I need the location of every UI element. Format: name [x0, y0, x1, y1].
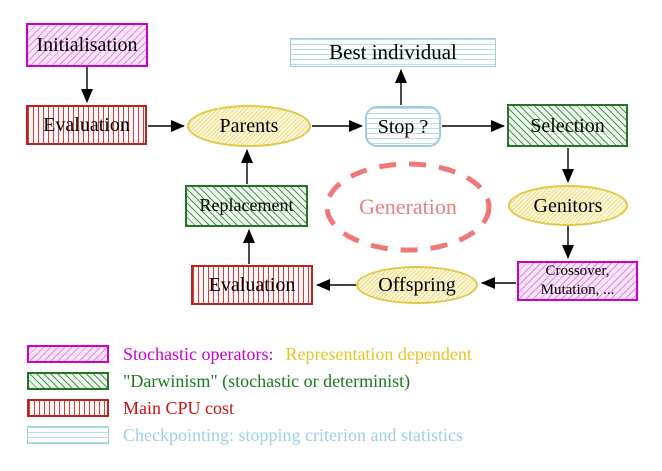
legend-row-checkpointing: Checkpointing: stopping criterion and st…	[27, 424, 472, 445]
legend-swatch-magenta-hatch	[27, 345, 109, 363]
node-evaluation-top: Evaluation	[26, 105, 147, 145]
node-best-individual: Best individual	[290, 38, 496, 67]
node-parents: Parents	[187, 105, 311, 147]
node-crossover-mutation: Crossover, Mutation, ...	[517, 261, 638, 301]
legend-label-stochastic-operators: Stochastic operators:	[123, 343, 274, 364]
node-genitors: Genitors	[508, 185, 628, 226]
legend-swatch-cyan-stripes	[27, 426, 109, 444]
node-offspring: Offspring	[356, 266, 478, 304]
legend: Stochastic operators: Representation dep…	[27, 343, 472, 445]
legend-label-darwinism: "Darwinism" (stochastic or determinist)	[123, 370, 411, 391]
crossover-line1: Crossover,	[545, 262, 610, 279]
node-replacement: Replacement	[185, 185, 308, 227]
legend-row-stochastic-operators: Stochastic operators: Representation dep…	[27, 343, 472, 364]
node-initialisation: Initialisation	[26, 23, 148, 67]
node-stop: Stop ?	[365, 106, 441, 147]
legend-swatch-green-hatch	[27, 372, 109, 390]
node-selection: Selection	[507, 104, 628, 147]
legend-row-main-cpu-cost: Main CPU cost	[27, 397, 472, 418]
crossover-line2: Mutation, ...	[540, 282, 615, 298]
legend-row-darwinism: "Darwinism" (stochastic or determinist)	[27, 370, 472, 391]
node-generation-label: Generation	[359, 194, 457, 219]
legend-label-checkpointing: Checkpointing: stopping criterion and st…	[123, 424, 463, 445]
node-evaluation-bottom: Evaluation	[191, 265, 313, 305]
legend-label-representation-dependent: Representation dependent	[285, 343, 472, 364]
legend-swatch-red-stripes	[27, 399, 109, 417]
legend-label-main-cpu-cost: Main CPU cost	[123, 397, 235, 418]
